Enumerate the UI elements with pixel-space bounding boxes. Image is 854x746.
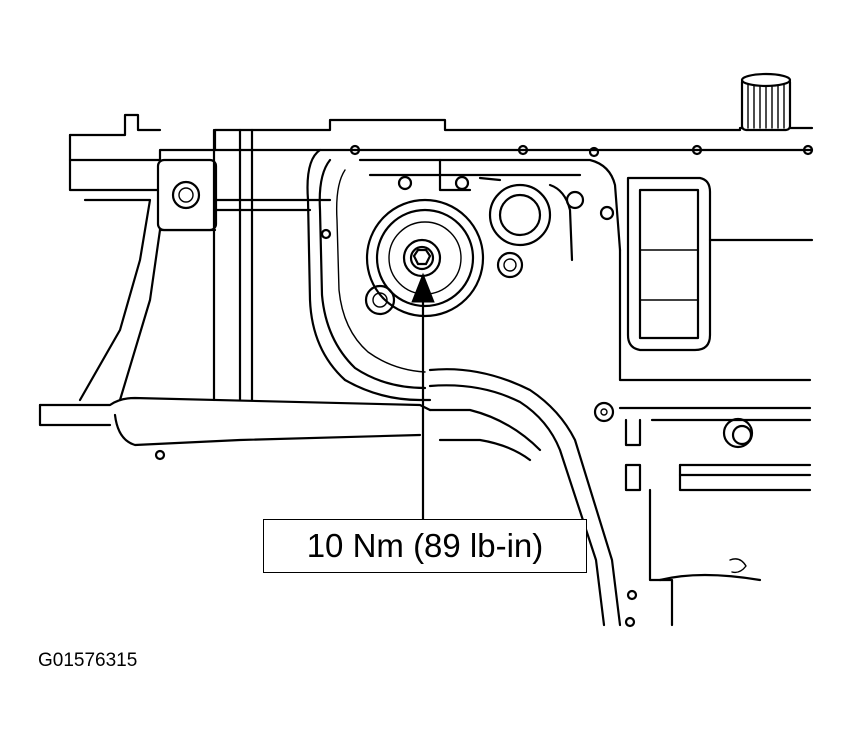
torque-callout: 10 Nm (89 lb-in) [263, 519, 587, 573]
callout-leader [411, 272, 435, 521]
right-lower-case [593, 401, 812, 628]
pump-body-gasket [306, 144, 814, 402]
figure-id: G01576315 [38, 650, 138, 671]
pump-center [365, 198, 485, 318]
lower-linkage [38, 368, 622, 627]
case-top-edge [68, 113, 814, 162]
input-shaft [740, 72, 792, 132]
left-housing [68, 128, 332, 402]
right-window [618, 176, 814, 382]
torque-callout-label: 10 Nm (89 lb-in) [306, 527, 544, 564]
pump-bosses [364, 158, 615, 316]
